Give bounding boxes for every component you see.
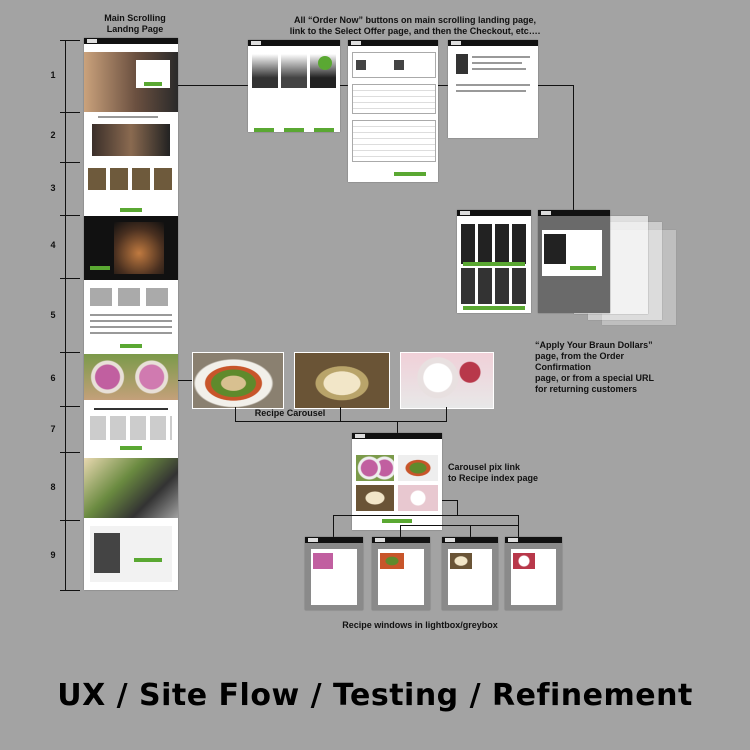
bundle-section — [84, 458, 178, 518]
braun-dollars-page[interactable] — [457, 210, 531, 313]
section-number: 8 — [38, 482, 68, 492]
recipe-photo-mashed-potatoes[interactable] — [294, 352, 390, 409]
ruler-tick — [60, 278, 80, 279]
recipe-windows-label: Recipe windows in lightbox/greybox — [340, 620, 500, 631]
order-confirmation-page[interactable] — [448, 40, 538, 138]
flow-connector — [470, 525, 471, 537]
ruler-tick — [60, 590, 80, 591]
recipe-window-page[interactable] — [505, 537, 562, 610]
main-landing-page[interactable] — [84, 38, 178, 590]
ruler-tick — [60, 406, 80, 407]
features-section — [90, 288, 172, 306]
main-page-label: Main Scrolling Landng Page — [95, 13, 175, 35]
flow-connector — [333, 515, 334, 537]
recipe-photo-whipped-cream[interactable] — [400, 352, 494, 409]
recipe-window-page[interactable] — [442, 537, 498, 610]
flow-connector — [457, 500, 458, 515]
flow-connector — [340, 85, 348, 86]
flow-connector — [538, 85, 574, 86]
flow-connector — [178, 85, 248, 86]
flow-connector — [397, 421, 398, 433]
flow-connector — [178, 380, 192, 381]
section-number: 9 — [38, 550, 68, 560]
section-number: 6 — [38, 373, 68, 383]
ruler-tick — [60, 520, 80, 521]
video-section — [92, 124, 170, 156]
ruler-tick — [60, 40, 80, 41]
section-number: 4 — [38, 240, 68, 250]
flow-connector — [442, 500, 458, 501]
braun-dollars-lightbox-page[interactable] — [538, 210, 610, 313]
recipe-photo-pesto-chicken[interactable] — [192, 352, 284, 409]
products-row — [88, 168, 174, 190]
flow-connector — [400, 525, 518, 526]
section-number: 2 — [38, 130, 68, 140]
flow-connector — [446, 407, 447, 422]
flow-connector — [340, 407, 341, 422]
flow-connector — [573, 85, 574, 210]
ruler-tick — [60, 352, 80, 353]
recipe-window-page[interactable] — [305, 537, 363, 610]
flow-connector — [518, 515, 519, 537]
ruler-tick — [60, 452, 80, 453]
section-number: 5 — [38, 310, 68, 320]
flow-connector — [235, 421, 447, 422]
recipe-carousel-label: Recipe Carousel — [245, 408, 335, 419]
flow-connector — [438, 85, 448, 86]
ruler-tick — [60, 112, 80, 113]
section-number: 7 — [38, 424, 68, 434]
section-number: 1 — [38, 70, 68, 80]
checkout-page[interactable] — [348, 40, 438, 182]
ruler-tick — [60, 162, 80, 163]
page-title: UX / Site Flow / Testing / Refinement — [0, 678, 750, 713]
carousel-link-label: Carousel pix link to Recipe index page — [448, 462, 548, 484]
flow-connector — [235, 407, 236, 422]
ruler-tick — [60, 215, 80, 216]
flow-connector — [333, 515, 518, 516]
reviews-section — [90, 416, 172, 440]
section-number: 3 — [38, 183, 68, 193]
recipe-section — [84, 354, 178, 400]
order-now-label: All “Order Now” buttons on main scrollin… — [270, 15, 560, 37]
flow-connector — [400, 525, 401, 537]
select-offer-page[interactable] — [248, 40, 340, 132]
braun-dollars-label: “Apply Your Braun Dollars” page, from th… — [535, 340, 675, 395]
recipe-window-page[interactable] — [372, 537, 430, 610]
